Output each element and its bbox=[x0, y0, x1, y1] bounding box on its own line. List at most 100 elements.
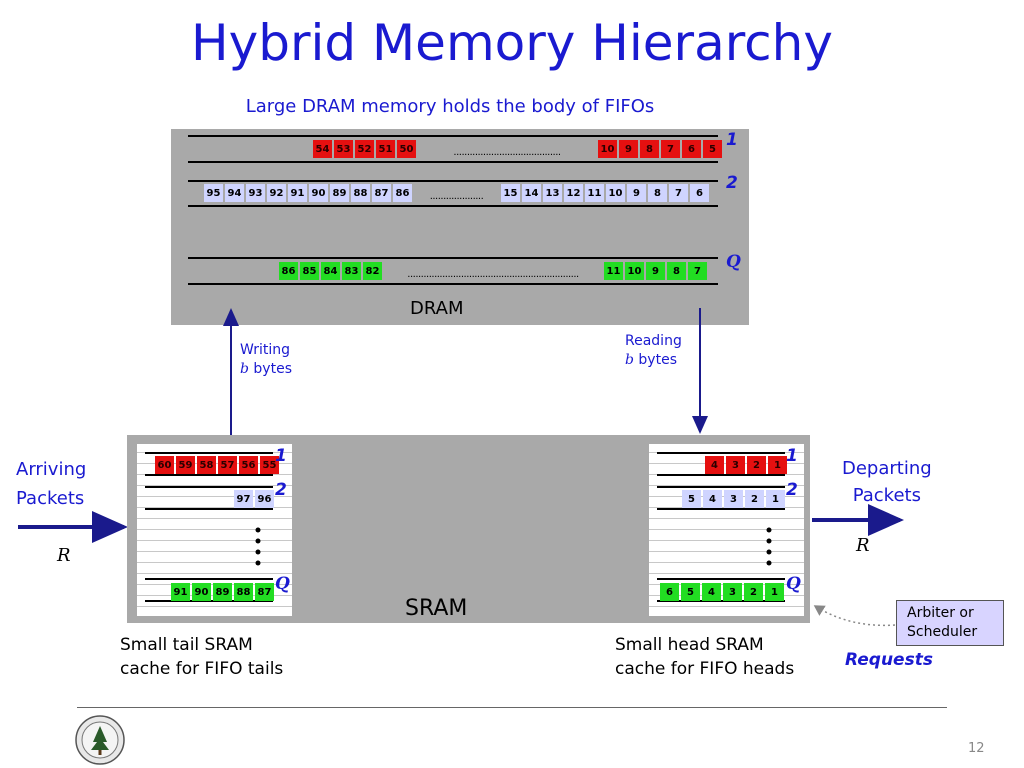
fifo-cell: 3 bbox=[723, 583, 742, 601]
cache-line bbox=[137, 496, 292, 497]
fifo-rail bbox=[657, 578, 785, 580]
page-number: 12 bbox=[968, 741, 985, 756]
departing-label: Departing Packets bbox=[842, 458, 932, 506]
fifo-cell: 89 bbox=[213, 583, 232, 601]
arriving-rate: R bbox=[57, 545, 71, 566]
fifo-cell: 52 bbox=[355, 140, 374, 158]
fifo-cell: 89 bbox=[330, 184, 349, 202]
fifo-cell: 97 bbox=[234, 490, 253, 508]
fifo-cell: 91 bbox=[171, 583, 190, 601]
fifo-cell: 53 bbox=[334, 140, 353, 158]
ellipsis: ........................................… bbox=[407, 269, 579, 280]
fifo-cell: 5 bbox=[681, 583, 700, 601]
cache-line bbox=[649, 540, 804, 541]
departing-rate: R bbox=[856, 535, 870, 556]
fifo-cell: 11 bbox=[585, 184, 604, 202]
fifo-cell: 94 bbox=[225, 184, 244, 202]
fifo-cell: 1 bbox=[766, 490, 785, 508]
fifo-cell: 83 bbox=[342, 262, 361, 280]
cache-line bbox=[649, 562, 804, 563]
fifo-cell: 92 bbox=[267, 184, 286, 202]
fifo-cell: 6 bbox=[682, 140, 701, 158]
fifo-cell: 10 bbox=[606, 184, 625, 202]
fifo-rail bbox=[657, 474, 785, 476]
fifo-cell: 11 bbox=[604, 262, 623, 280]
fifo-cell: 50 bbox=[397, 140, 416, 158]
dram-subtitle: Large DRAM memory holds the body of FIFO… bbox=[245, 96, 655, 117]
fifo-cell: 6 bbox=[660, 583, 679, 601]
fifo-cell: 95 bbox=[204, 184, 223, 202]
fifo-cell: 51 bbox=[376, 140, 395, 158]
cache-line bbox=[649, 606, 804, 607]
fifo-cell: 56 bbox=[239, 456, 258, 474]
cache-line bbox=[649, 485, 804, 486]
cache-line bbox=[649, 573, 804, 574]
fifo-cell: 13 bbox=[543, 184, 562, 202]
fifo-cell: 7 bbox=[688, 262, 707, 280]
dram-row-2-label: 2 bbox=[726, 173, 738, 193]
fifo-rail bbox=[145, 486, 273, 488]
fifo-rail bbox=[145, 578, 273, 580]
writing-label: Writing b bytes bbox=[240, 342, 292, 377]
tail-caption: Small tail SRAM cache for FIFO tails bbox=[120, 635, 284, 679]
dram-panel bbox=[171, 129, 749, 325]
fifo-cell: 57 bbox=[218, 456, 237, 474]
fifo-cell: 1 bbox=[768, 456, 787, 474]
fifo-cell: 7 bbox=[661, 140, 680, 158]
ellipsis: .................... bbox=[429, 191, 484, 202]
fifo-cell: 8 bbox=[648, 184, 667, 202]
fifo-cell: 91 bbox=[288, 184, 307, 202]
fifo-cell: 84 bbox=[321, 262, 340, 280]
fifo-rail bbox=[145, 508, 273, 510]
head-row-2-label: 2 bbox=[786, 480, 798, 500]
fifo-cell: 3 bbox=[726, 456, 745, 474]
fifo-cell: 15 bbox=[501, 184, 520, 202]
cache-line bbox=[137, 507, 292, 508]
cache-line bbox=[137, 573, 292, 574]
fifo-cell: 7 bbox=[669, 184, 688, 202]
tail-row-1-label: 1 bbox=[275, 446, 287, 466]
cache-line bbox=[137, 529, 292, 530]
fifo-cell: 9 bbox=[646, 262, 665, 280]
fifo-rail bbox=[145, 474, 273, 476]
requests-label: Requests bbox=[845, 650, 933, 670]
fifo-rail bbox=[657, 452, 785, 454]
ellipsis: ........................................ bbox=[453, 147, 561, 158]
fifo-rail bbox=[657, 508, 785, 510]
arbiter-arrow bbox=[813, 605, 896, 627]
reading-label: Reading b bytes bbox=[625, 333, 682, 368]
cache-line bbox=[649, 529, 804, 530]
fifo-cell: 90 bbox=[192, 583, 211, 601]
head-row-q-label: Q bbox=[786, 574, 801, 594]
cache-line bbox=[649, 518, 804, 519]
fifo-cell: 58 bbox=[197, 456, 216, 474]
fifo-cell: 54 bbox=[313, 140, 332, 158]
cache-line bbox=[137, 485, 292, 486]
arriving-label: Arriving Packets bbox=[16, 459, 87, 509]
fifo-cell: 5 bbox=[703, 140, 722, 158]
arbiter-box: Arbiter or Scheduler bbox=[896, 600, 1004, 646]
dram-row-q-label: Q bbox=[726, 252, 741, 272]
fifo-cell: 5 bbox=[682, 490, 701, 508]
fifo-rail bbox=[657, 486, 785, 488]
fifo-cell: 87 bbox=[372, 184, 391, 202]
fifo-cell: 55 bbox=[260, 456, 279, 474]
fifo-cell: 4 bbox=[703, 490, 722, 508]
fifo-rail bbox=[657, 600, 785, 602]
slide-title: Hybrid Memory Hierarchy bbox=[191, 14, 833, 72]
cache-line bbox=[137, 562, 292, 563]
fifo-cell: 60 bbox=[155, 456, 174, 474]
fifo-rail bbox=[145, 452, 273, 454]
tail-row-q-label: Q bbox=[275, 574, 290, 594]
head-caption: Small head SRAM cache for FIFO heads bbox=[615, 635, 795, 679]
dram-label: DRAM bbox=[410, 298, 464, 319]
cache-line bbox=[137, 551, 292, 552]
fifo-cell: 82 bbox=[363, 262, 382, 280]
fifo-cell: 4 bbox=[705, 456, 724, 474]
fifo-cell: 10 bbox=[598, 140, 617, 158]
fifo-cell: 4 bbox=[702, 583, 721, 601]
cache-line bbox=[649, 551, 804, 552]
fifo-rail bbox=[145, 600, 273, 602]
fifo-cell: 12 bbox=[564, 184, 583, 202]
footer-divider bbox=[77, 707, 947, 708]
